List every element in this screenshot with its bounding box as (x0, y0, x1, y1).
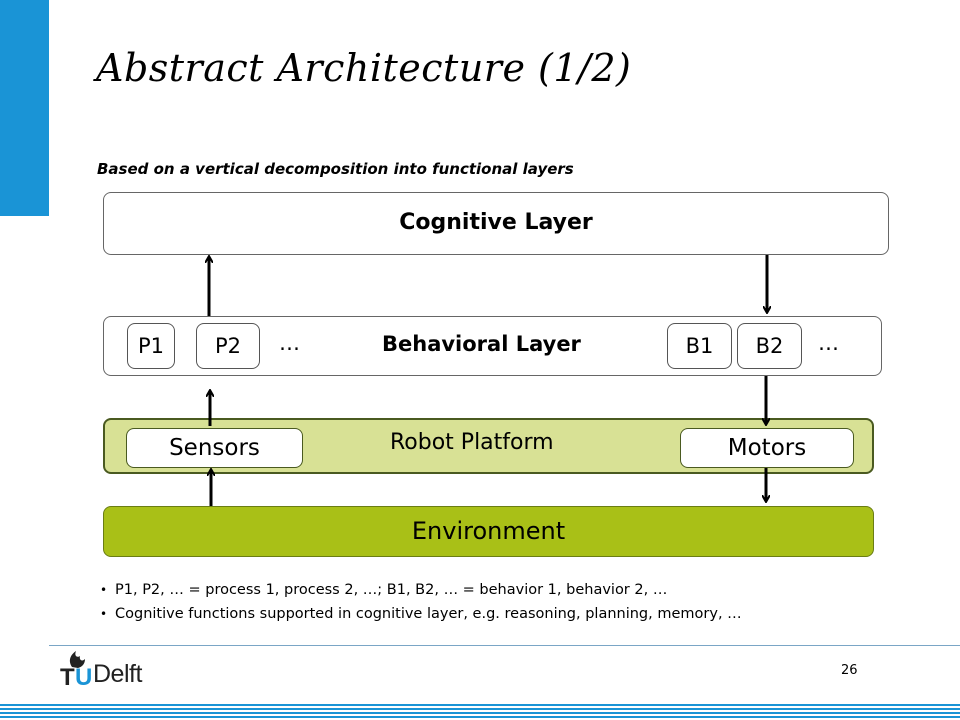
robot-platform-label: Robot Platform (390, 430, 554, 455)
motors-box: Motors (680, 428, 854, 468)
slide-title: Abstract Architecture (1/2) (96, 46, 632, 90)
bottom-stripe (0, 702, 960, 720)
behavior-box-b1: B1 (667, 323, 732, 369)
process-box-p2: P2 (196, 323, 260, 369)
sensors-box: Sensors (126, 428, 303, 468)
tu-delft-flame-icon: T U (60, 651, 92, 689)
page-number: 26 (841, 663, 858, 678)
svg-text:T: T (60, 664, 75, 689)
environment-box: Environment (103, 506, 874, 557)
notes-list: P1, P2, … = process 1, process 2, …; B1,… (98, 578, 928, 626)
cognitive-layer-box: Cognitive Layer (103, 192, 889, 255)
behavioral-layer-box: P1 P2 … Behavioral Layer B1 B2 … (103, 316, 882, 376)
behavioral-layer-label: Behavioral Layer (382, 332, 581, 356)
behavior-ellipsis: … (818, 331, 839, 355)
environment-label: Environment (411, 517, 566, 545)
slide-subtitle: Based on a vertical decomposition into f… (97, 160, 574, 178)
accent-bar (0, 0, 49, 216)
robot-platform-box: Sensors Robot Platform Motors (103, 418, 874, 474)
svg-text:U: U (75, 664, 92, 689)
process-box-p1: P1 (127, 323, 175, 369)
footer-rule (49, 645, 960, 646)
process-ellipsis: … (279, 331, 300, 355)
note-item: P1, P2, … = process 1, process 2, …; B1,… (98, 578, 928, 602)
behavior-box-b2: B2 (737, 323, 802, 369)
note-item: Cognitive functions supported in cogniti… (98, 602, 928, 626)
tu-delft-logo-text: Delft (93, 660, 142, 688)
cognitive-layer-label: Cognitive Layer (399, 210, 593, 235)
